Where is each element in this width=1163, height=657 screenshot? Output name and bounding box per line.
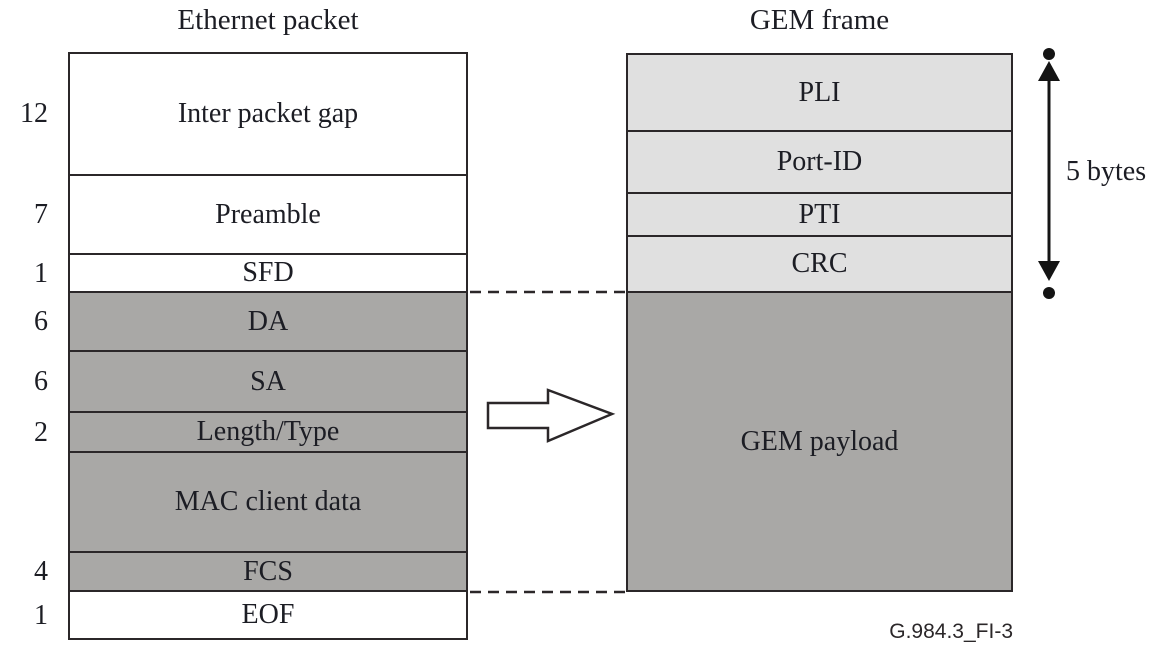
row-pti-label: PTI — [798, 198, 841, 230]
row-sa: SA — [70, 352, 466, 413]
row-length-type: Length/Type — [70, 413, 466, 453]
row-eof-label: EOF — [241, 599, 295, 630]
row-pli-label: PLI — [798, 76, 841, 108]
row-pli: PLI — [628, 55, 1011, 132]
row-sfd: SFD — [70, 255, 466, 293]
byte-count-sfd: 1 — [34, 258, 48, 289]
gem-frame-title: GEM frame — [749, 4, 890, 36]
row-port-id: Port-ID — [628, 132, 1011, 194]
byte-count-fcs: 4 — [34, 556, 48, 587]
byte-count-sa: 6 — [34, 366, 48, 397]
five-bytes-span-arrow-icon — [1038, 48, 1060, 299]
row-gem-payload: GEM payload — [628, 293, 1011, 590]
row-da: DA — [70, 293, 466, 352]
five-bytes-annotation: 5 bytes — [1066, 156, 1147, 187]
row-length-type-label: Length/Type — [196, 416, 340, 447]
byte-count-inter-packet-gap: 12 — [20, 98, 48, 129]
row-inter-packet-gap: Inter packet gap — [70, 54, 466, 176]
row-mac-client-data-label: MAC client data — [174, 486, 362, 517]
row-crc: CRC — [628, 237, 1011, 293]
row-preamble: Preamble — [70, 176, 466, 255]
row-eof: EOF — [70, 592, 466, 638]
ethernet-packet-stack: Inter packet gap Preamble SFD DA SA Leng… — [68, 52, 468, 640]
figure-caption: G.984.3_FI-3 — [889, 620, 1013, 643]
gem-frame-stack: PLI Port-ID PTI CRC GEM payload — [626, 53, 1013, 592]
row-mac-client-data: MAC client data — [70, 453, 466, 553]
row-crc-label: CRC — [791, 248, 848, 279]
row-gem-payload-label: GEM payload — [740, 425, 899, 457]
row-sfd-label: SFD — [242, 257, 294, 288]
ethernet-packet-title: Ethernet packet — [177, 4, 359, 36]
row-pti: PTI — [628, 194, 1011, 237]
row-preamble-label: Preamble — [215, 198, 321, 230]
row-inter-packet-gap-label: Inter packet gap — [177, 98, 359, 129]
byte-count-eof: 1 — [34, 600, 48, 631]
row-port-id-label: Port-ID — [776, 146, 863, 177]
byte-count-length-type: 2 — [34, 417, 48, 448]
byte-count-da: 6 — [34, 306, 48, 337]
row-fcs: FCS — [70, 553, 466, 592]
mapping-arrow-icon — [486, 388, 616, 443]
byte-count-preamble: 7 — [34, 199, 48, 230]
row-fcs-label: FCS — [243, 555, 293, 587]
row-sa-label: SA — [250, 365, 286, 397]
row-da-label: DA — [247, 305, 289, 337]
